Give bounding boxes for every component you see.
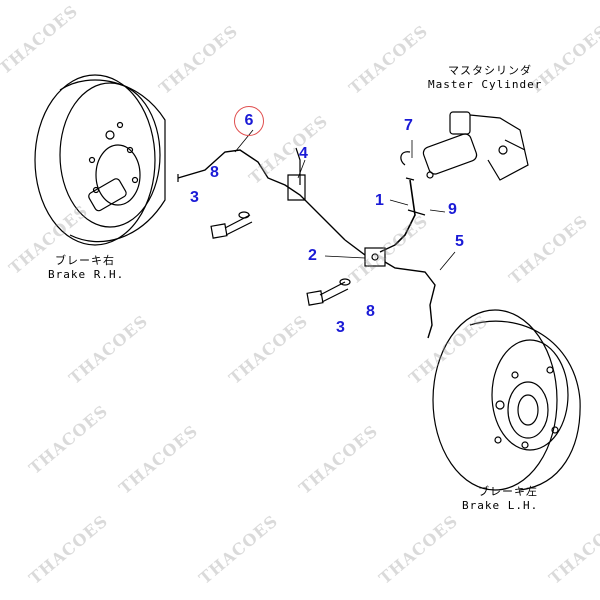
brake-lh-label-en: Brake L.H.	[462, 499, 539, 512]
brake-rh-label-en: Brake R.H.	[48, 268, 125, 281]
bolt-rh	[210, 211, 253, 239]
bolt-lh	[306, 278, 351, 306]
callout-4: 4	[299, 145, 308, 162]
callout-6-number: 6	[244, 112, 254, 129]
callout-3-lower: 3	[336, 319, 345, 336]
callout-9: 9	[448, 201, 457, 218]
brake-lh-drum	[432, 309, 581, 491]
callout-7: 7	[404, 117, 413, 134]
brake-lh-label-jp: ブレーキ左	[478, 485, 538, 498]
callout-1: 1	[375, 192, 384, 209]
callout-8-upper: 8	[210, 164, 219, 181]
callout-3-upper: 3	[190, 189, 199, 206]
master-cylinder-label-en: Master Cylinder	[428, 78, 543, 91]
master-cylinder-label-jp: マスタシリンダ	[448, 64, 532, 77]
callout-6: 6	[234, 106, 264, 136]
brake-rh-drum	[34, 74, 166, 246]
callout-8-lower: 8	[366, 303, 375, 320]
master-cylinder	[400, 111, 529, 181]
callout-5: 5	[455, 233, 464, 250]
callout-2: 2	[308, 247, 317, 264]
brake-rh-label-jp: ブレーキ右	[55, 254, 115, 267]
